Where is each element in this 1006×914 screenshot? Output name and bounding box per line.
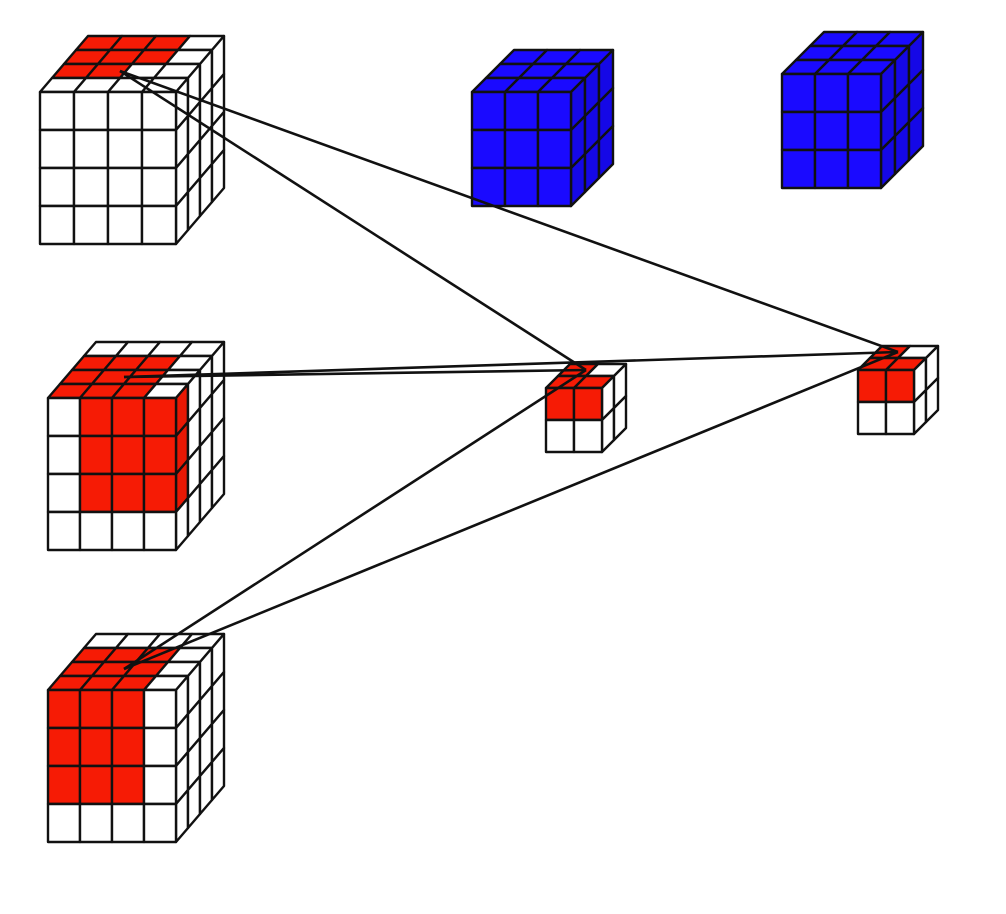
front-cell — [38, 166, 76, 208]
front-cell — [846, 148, 883, 190]
front-cell — [142, 726, 178, 768]
front-cell — [856, 400, 888, 436]
front-cell — [503, 166, 540, 208]
front-cell — [46, 764, 82, 806]
front-cell — [503, 128, 540, 170]
front-cell — [46, 688, 82, 730]
front-cell — [38, 204, 76, 246]
front-cell — [106, 128, 144, 170]
front-cell — [46, 396, 82, 438]
front-cell — [106, 204, 144, 246]
front-cell — [110, 472, 146, 514]
front-cell — [813, 72, 850, 114]
front-cell — [72, 128, 110, 170]
front-cell — [142, 688, 178, 730]
front-cell — [536, 90, 573, 132]
front-cell — [110, 726, 146, 768]
cube-3x3-top-right — [780, 30, 925, 190]
front-cell — [846, 110, 883, 152]
front-cell — [813, 110, 850, 152]
right-cell — [210, 454, 226, 510]
right-cell — [210, 148, 226, 204]
front-cell — [110, 434, 146, 476]
front-cell — [856, 368, 888, 404]
front-cell — [78, 726, 114, 768]
front-cell — [140, 204, 178, 246]
connections-layer — [119, 69, 899, 671]
front-cell — [470, 90, 507, 132]
front-cell — [544, 418, 576, 454]
front-cell — [78, 688, 114, 730]
front-cell — [470, 128, 507, 170]
front-cell — [78, 510, 114, 552]
front-cell — [78, 802, 114, 844]
front-cell — [142, 472, 178, 514]
cube-2x2-center — [544, 362, 628, 454]
front-cell — [572, 386, 604, 422]
front-cell — [142, 510, 178, 552]
front-cell — [46, 472, 82, 514]
front-cell — [142, 764, 178, 806]
cube-4x4-top-left — [38, 34, 226, 246]
front-cell — [142, 802, 178, 844]
front-cell — [780, 148, 817, 190]
front-cell — [110, 510, 146, 552]
front-cell — [78, 472, 114, 514]
front-cell — [110, 396, 146, 438]
connector-line — [123, 350, 899, 671]
front-cell — [106, 90, 144, 132]
front-cell — [38, 90, 76, 132]
front-cell — [142, 434, 178, 476]
connector-line — [119, 69, 899, 354]
front-cell — [110, 764, 146, 806]
connector-line — [123, 368, 587, 379]
front-cell — [38, 128, 76, 170]
front-cell — [140, 90, 178, 132]
front-cell — [140, 166, 178, 208]
right-cell — [612, 394, 628, 442]
connector-line — [123, 350, 899, 379]
front-cell — [780, 110, 817, 152]
front-cell — [140, 128, 178, 170]
front-cell — [846, 72, 883, 114]
front-cell — [572, 418, 604, 454]
front-cell — [46, 510, 82, 552]
front-cell — [536, 166, 573, 208]
front-cell — [72, 204, 110, 246]
front-cell — [884, 400, 916, 436]
front-cell — [813, 148, 850, 190]
right-cell — [924, 376, 940, 424]
front-cell — [46, 434, 82, 476]
front-cell — [72, 166, 110, 208]
front-cell — [78, 434, 114, 476]
front-cell — [78, 396, 114, 438]
connector-line — [123, 368, 587, 671]
front-cell — [46, 726, 82, 768]
cubes-layer — [38, 30, 940, 844]
front-cell — [503, 90, 540, 132]
right-cell — [907, 106, 925, 162]
front-cell — [536, 128, 573, 170]
right-cell — [597, 124, 615, 180]
cube-4x4-middle-left — [46, 340, 226, 552]
front-cell — [110, 688, 146, 730]
front-cell — [142, 396, 178, 438]
front-cell — [78, 764, 114, 806]
front-cell — [46, 802, 82, 844]
front-cell — [72, 90, 110, 132]
connector-line — [119, 69, 587, 372]
front-cell — [110, 802, 146, 844]
right-cell — [210, 746, 226, 802]
front-cell — [884, 368, 916, 404]
front-cell — [106, 166, 144, 208]
cube-3x3-top-middle — [470, 48, 615, 208]
front-cell — [780, 72, 817, 114]
cube-2x2-right — [856, 344, 940, 436]
